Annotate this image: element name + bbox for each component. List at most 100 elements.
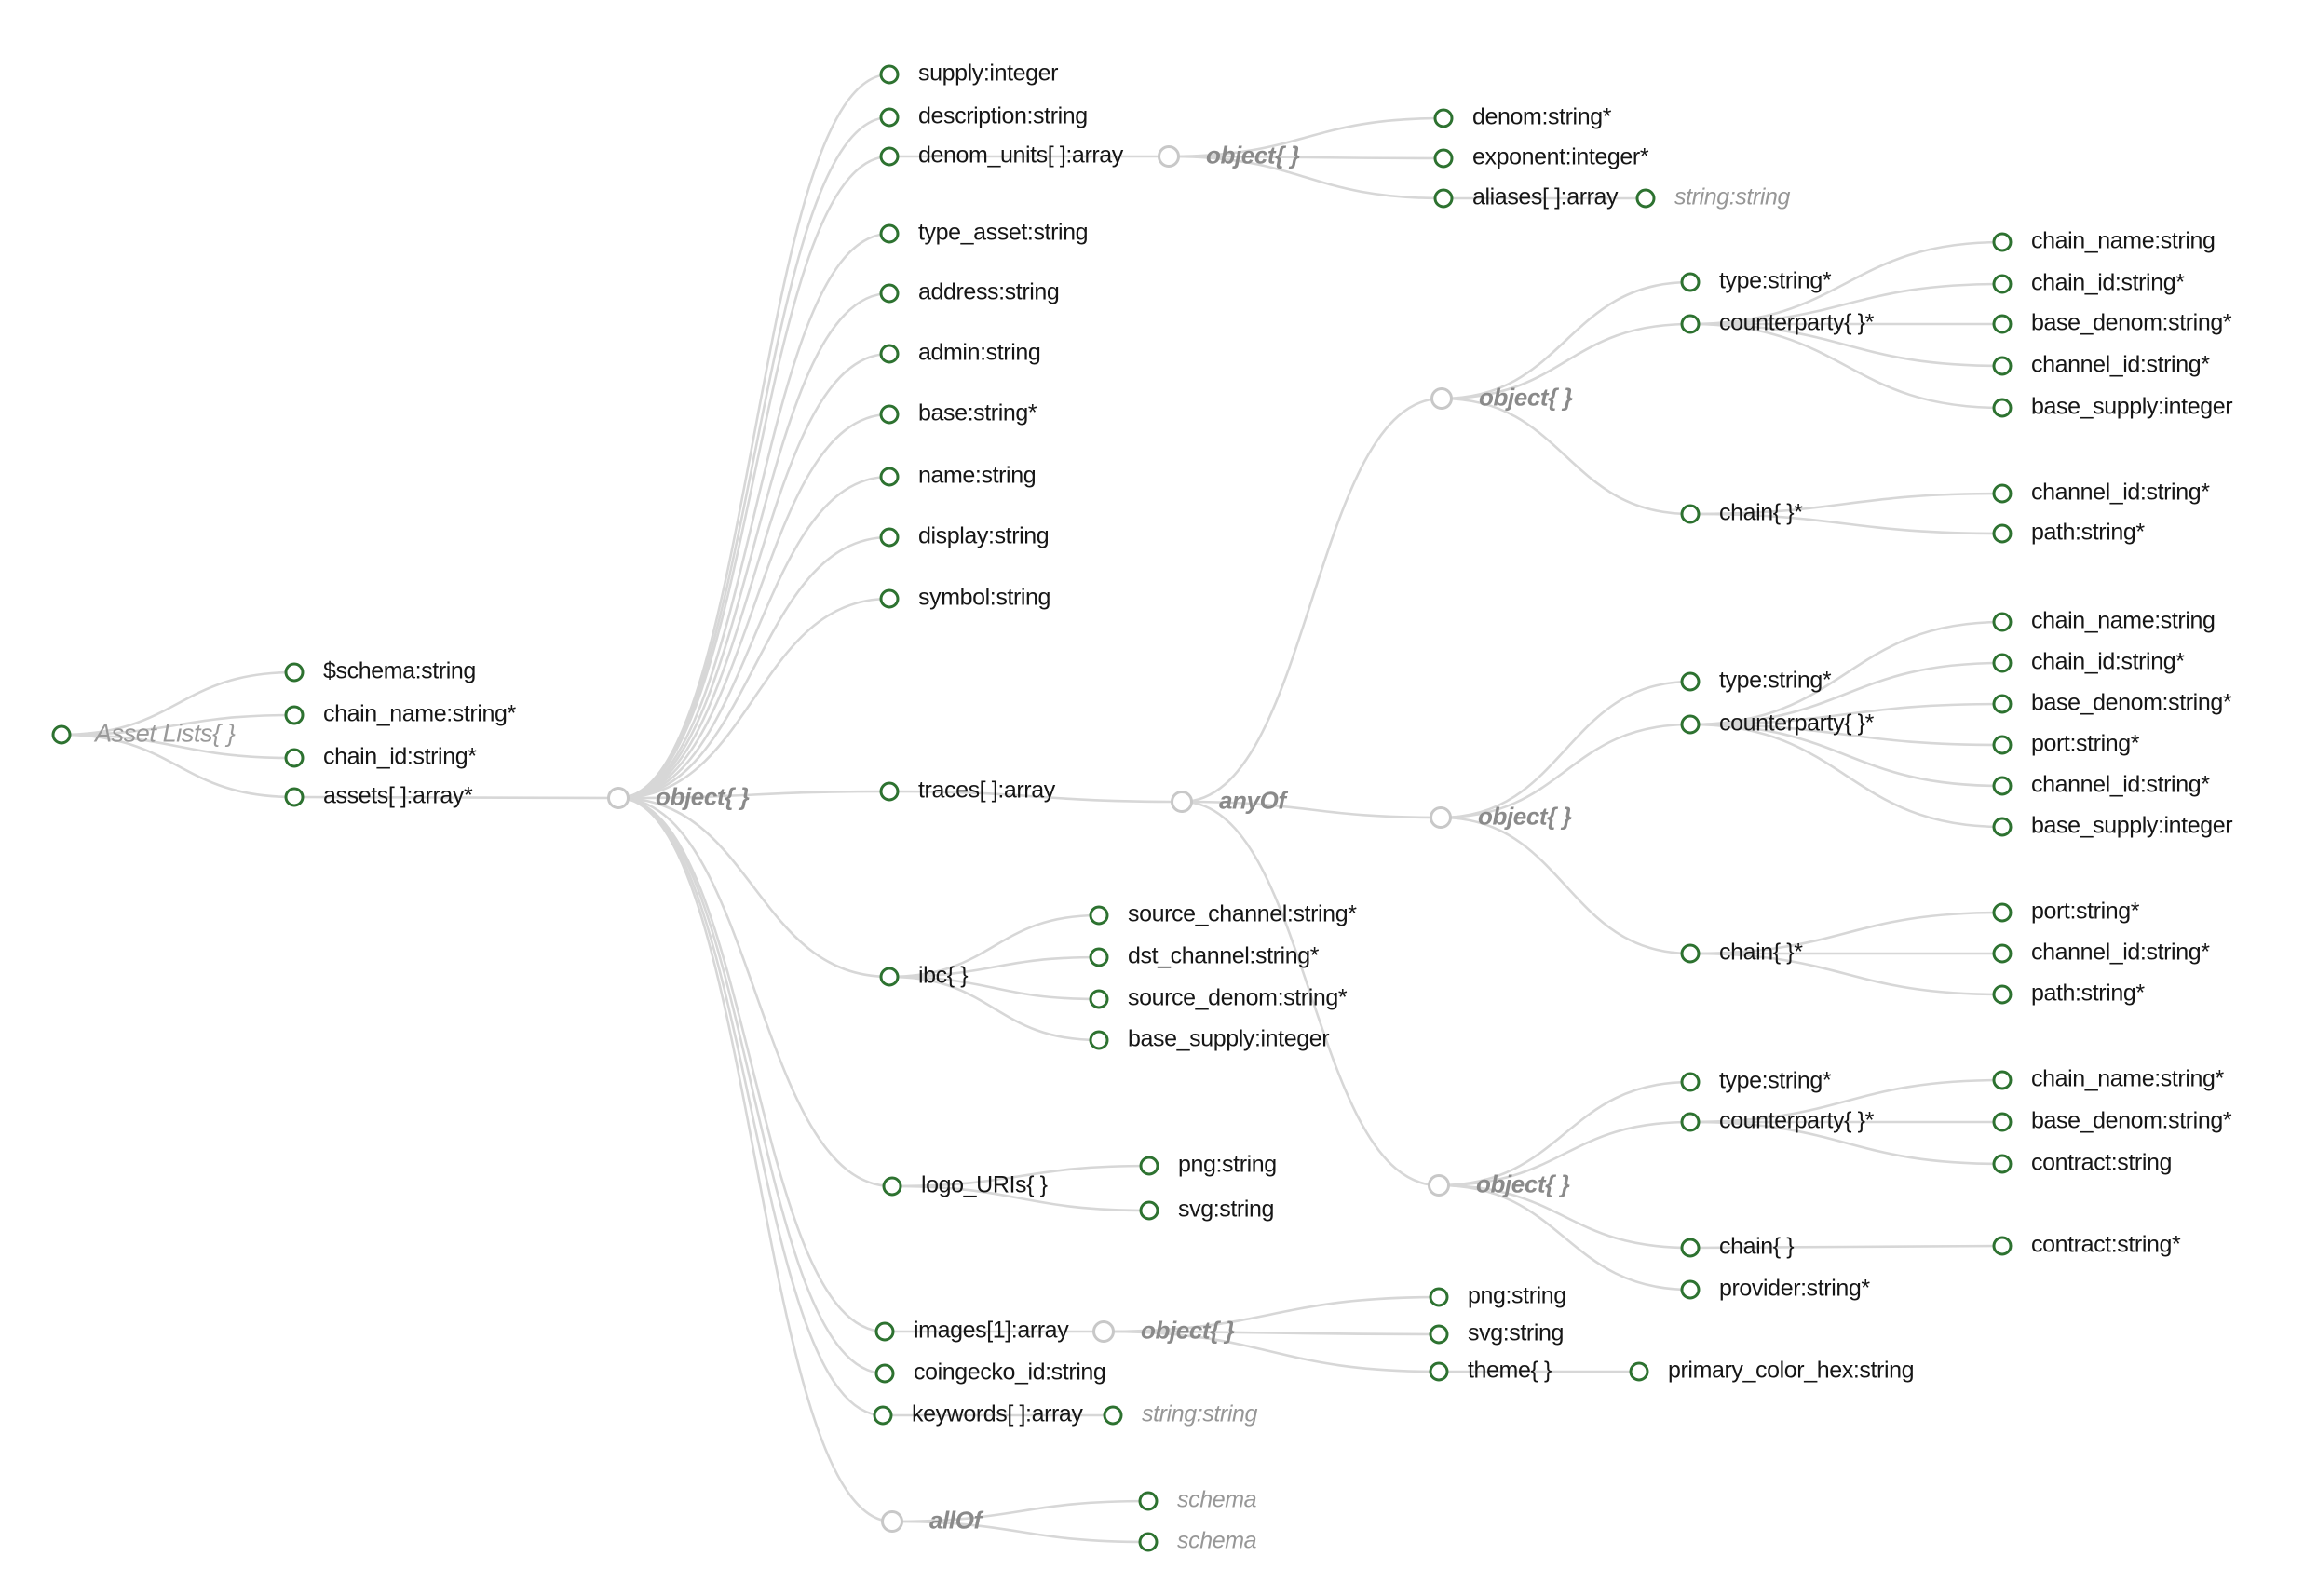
field-node-icon (1680, 1279, 1701, 1300)
field-node-icon (1433, 148, 1454, 169)
node-label: symbol:string (918, 584, 1051, 611)
container-node-icon (607, 787, 630, 809)
field-node-icon (284, 787, 305, 807)
edge-allof-schema1 (891, 1499, 1149, 1523)
field-node-icon (1992, 1154, 2013, 1174)
node-label: allOf (929, 1506, 982, 1535)
node-label: chain_name:string* (323, 700, 516, 727)
container-node-icon (1430, 387, 1453, 410)
edge-obj1-t1_chain (1441, 397, 1691, 516)
edge-logo-logo_png (891, 1164, 1150, 1188)
node-label: source_denom:string* (1128, 984, 1348, 1011)
edge-root-chain_id1 (61, 733, 295, 760)
node-label: display:string (918, 522, 1050, 549)
field-node-icon (879, 781, 900, 802)
node-label: counterparty{ }* (1719, 309, 1874, 336)
field-node-icon (1992, 1112, 2013, 1132)
field-node-icon (284, 662, 305, 683)
node-label: contract:string* (2031, 1231, 2181, 1258)
edge-assets_obj-supply (617, 73, 890, 800)
node-label: channel_id:string* (2031, 771, 2210, 798)
field-node-icon (1992, 274, 2013, 294)
edge-obj3-t3_cp (1438, 1120, 1691, 1187)
field-node-icon (1089, 947, 1109, 967)
field-node-icon (1089, 989, 1109, 1009)
edge-obj2-t2_cp (1440, 723, 1691, 819)
node-label: string:string (1674, 183, 1791, 210)
node-label: primary_color_hex:string (1668, 1357, 1915, 1384)
field-node-icon (1429, 1287, 1449, 1307)
edge-assets_obj-traces (617, 790, 890, 800)
field-node-icon (284, 748, 305, 768)
node-label: assets[ ]:array* (323, 782, 473, 809)
node-label: base_supply:integer (1128, 1025, 1330, 1052)
node-label: base_denom:string* (2031, 309, 2232, 336)
field-node-icon (879, 283, 900, 304)
edge-obj1-t1_cp (1441, 322, 1691, 400)
field-node-icon (879, 64, 900, 85)
field-node-icon (1089, 905, 1109, 926)
node-label: name:string (918, 462, 1037, 489)
edge-obj2-t2_type (1440, 680, 1691, 819)
edge-logo-logo_svg (891, 1184, 1150, 1212)
node-label: images[1]:array (914, 1317, 1069, 1344)
field-node-icon (1992, 612, 2013, 632)
node-label: type:string* (1719, 267, 1832, 294)
edge-t2_cp-t2c_channel_id (1689, 723, 2003, 788)
edge-img_obj-img_png (1103, 1295, 1440, 1333)
edge-root-assets (61, 733, 295, 799)
field-node-icon (879, 223, 900, 244)
edge-t3_cp-t3c_contract (1689, 1120, 2003, 1166)
field-node-icon (1680, 1072, 1701, 1092)
node-label: description:string (918, 102, 1088, 129)
node-label: type:string* (1719, 667, 1832, 694)
node-label: aliases[ ]:array (1472, 183, 1619, 210)
container-node-icon (1428, 1174, 1450, 1197)
node-label: png:string (1178, 1151, 1277, 1178)
edge-assets_obj-images (617, 796, 886, 1333)
node-label: ibc{ } (918, 962, 969, 989)
edge-assets_obj-keywords (617, 796, 884, 1417)
node-label: type_asset:string (918, 219, 1089, 246)
edge-obj3-t3_chain (1438, 1183, 1691, 1250)
node-label: string:string (1142, 1400, 1258, 1427)
edge-assets_obj-display (617, 535, 890, 800)
edge-assets_obj-name (617, 475, 890, 800)
field-node-icon (1992, 314, 2013, 334)
edge-assets_obj-type_asset (617, 232, 890, 800)
edge-allof-schema2 (891, 1520, 1149, 1544)
field-node-icon (1992, 232, 2013, 252)
edge-assets_obj-allof (617, 796, 893, 1523)
field-node-icon (1992, 1070, 2013, 1090)
field-node-icon (1992, 902, 2013, 923)
field-node-icon (874, 1363, 895, 1384)
edge-t1_cp-t1c_chain_name (1689, 240, 2003, 326)
edge-assets-assets_obj (293, 795, 619, 800)
field-node-icon (51, 724, 72, 745)
node-label: chain_name:string* (2031, 1065, 2224, 1092)
node-label: counterparty{ }* (1719, 710, 1874, 737)
edge-t2_chain-t2h_path (1689, 952, 2003, 996)
node-label: chain{ }* (1719, 939, 1803, 966)
edge-ibc-ibc_source_denom (888, 975, 1100, 1001)
node-label: base_denom:string* (2031, 1107, 2232, 1134)
node-label: theme{ } (1468, 1357, 1552, 1384)
node-label: channel_id:string* (2031, 479, 2210, 506)
node-label: path:string* (2031, 980, 2145, 1007)
edge-t2_cp-t2c_chain_name (1689, 620, 2003, 726)
field-node-icon (1139, 1156, 1159, 1176)
field-node-icon (879, 146, 900, 167)
edge-du_obj-aliases (1168, 155, 1444, 200)
node-label: port:string* (2031, 898, 2140, 925)
edge-t1_cp-t1c_chain_id (1689, 282, 2003, 326)
field-node-icon (1992, 1236, 2013, 1256)
node-label: chain{ }* (1719, 499, 1803, 526)
node-label: chain_id:string* (323, 743, 477, 770)
field-node-icon (873, 1405, 893, 1426)
field-node-icon (1433, 188, 1454, 209)
field-node-icon (1680, 504, 1701, 524)
field-node-icon (1680, 943, 1701, 964)
field-node-icon (879, 107, 900, 128)
